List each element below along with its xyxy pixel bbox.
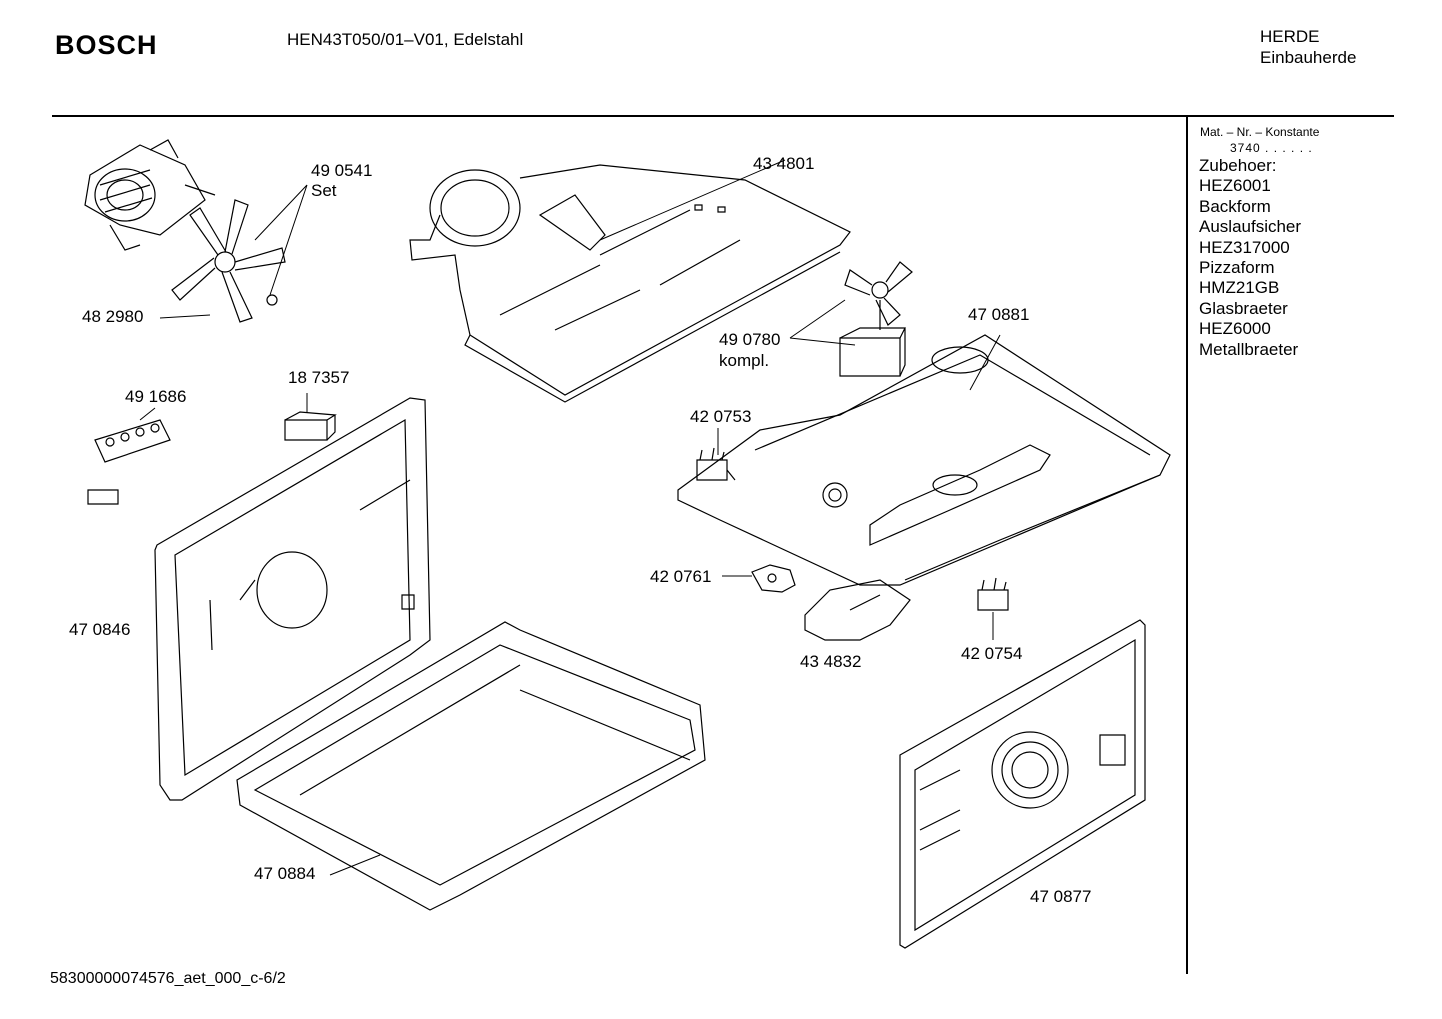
switch-420753 xyxy=(697,448,735,480)
switch-420754 xyxy=(978,578,1008,610)
accessory-item: HEZ6001 xyxy=(1199,176,1271,196)
document-id: 58300000074576_aet_000_c-6/2 xyxy=(50,970,286,987)
part-number-490541: 49 0541 xyxy=(311,161,373,180)
category-line1: HERDE xyxy=(1260,27,1320,46)
accessory-item: Glasbraeter xyxy=(1199,298,1288,318)
back-panel-470846 xyxy=(155,398,430,800)
component-187357 xyxy=(285,412,335,440)
model-title: HEN43T050/01–V01, Edelstahl xyxy=(287,30,524,49)
motor-fan-assembly xyxy=(85,140,215,250)
part-number-470846: 47 0846 xyxy=(69,620,131,639)
accessory-item: Pizzaform xyxy=(1199,258,1275,278)
part-note-490541: Set xyxy=(311,181,337,200)
accessory-item: Zubehoer: xyxy=(1199,156,1277,175)
accessory-item: Auslaufsicher xyxy=(1199,217,1302,237)
header-divider xyxy=(52,115,1394,117)
brand-logo: BOSCH xyxy=(55,30,158,60)
sidebar-divider xyxy=(1186,117,1188,974)
category-line2: Einbauherde xyxy=(1260,48,1357,67)
part-note-490780: kompl. xyxy=(719,351,770,370)
accessory-item: Metallbraeter xyxy=(1199,339,1299,359)
part-number-187357: 18 7357 xyxy=(288,368,350,387)
fan-nut xyxy=(267,295,277,305)
part-number-491686: 49 1686 xyxy=(125,387,187,406)
cover-434832 xyxy=(805,580,910,640)
small-plug xyxy=(88,490,118,504)
terminal-block-491686 xyxy=(95,420,170,462)
accessory-item: HEZ6000 xyxy=(1199,319,1271,339)
accessory-item: Backform xyxy=(1199,196,1271,216)
mat-label: Mat. – Nr. – Konstante xyxy=(1200,125,1320,139)
part-number-470884: 47 0884 xyxy=(254,864,316,883)
part-number-434801: 43 4801 xyxy=(753,154,815,173)
oven-top-plate xyxy=(678,335,1170,585)
exploded-parts-drawing xyxy=(0,0,1186,960)
part-number-470881: 47 0881 xyxy=(968,305,1030,324)
accessory-item: HEZ317000 xyxy=(1199,237,1290,257)
accessory-list: Zubehoer: HEZ6001 Backform Auslaufsicher… xyxy=(1199,156,1301,360)
bottom-frame-470884 xyxy=(237,622,705,910)
front-panel-470877 xyxy=(900,620,1145,948)
part-number-482980: 48 2980 xyxy=(82,307,144,326)
part-number-434832: 43 4832 xyxy=(800,652,862,671)
part-number-420761: 42 0761 xyxy=(650,567,712,586)
part-number-470877: 47 0877 xyxy=(1030,887,1092,906)
bracket-420761 xyxy=(752,565,795,592)
mat-value: 3740 . . . . . . xyxy=(1230,141,1313,155)
cooling-fan-motor xyxy=(840,262,912,376)
part-number-490780: 49 0780 xyxy=(719,330,781,349)
part-number-420754: 42 0754 xyxy=(961,644,1023,663)
accessory-item: HMZ21GB xyxy=(1199,278,1280,298)
fan-wheel xyxy=(172,200,285,322)
air-duct-cover xyxy=(410,160,850,402)
part-number-420753: 42 0753 xyxy=(690,407,752,426)
